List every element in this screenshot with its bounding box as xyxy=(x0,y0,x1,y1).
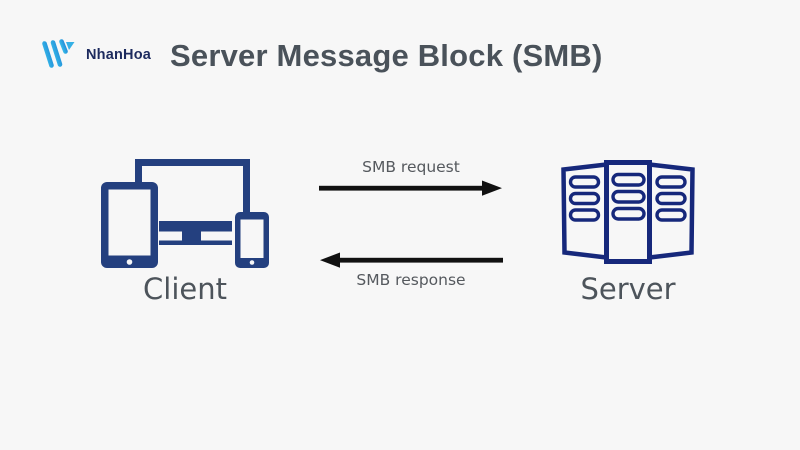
server-racks-icon xyxy=(561,160,695,264)
brand-logo: NhanHoa xyxy=(40,38,151,71)
phone-screen xyxy=(240,219,264,258)
smb-request-label: SMB request xyxy=(362,158,460,176)
arrow-left-icon xyxy=(320,252,503,268)
desktop-bar xyxy=(159,221,232,232)
page-title: Server Message Block (SMB) xyxy=(170,38,603,73)
monitor-outline xyxy=(135,159,250,214)
server-tower-right xyxy=(649,162,695,260)
server-slots xyxy=(568,172,687,222)
nhanhoa-logo-icon xyxy=(42,39,75,68)
arrow-right-icon xyxy=(319,180,502,196)
desktop-neck xyxy=(182,231,201,241)
tablet-screen xyxy=(108,189,151,256)
server-tower-left xyxy=(561,162,607,260)
smb-response-flow: SMB response xyxy=(319,251,503,289)
client-node: Client xyxy=(100,150,270,306)
tablet-home-button xyxy=(126,259,133,265)
server-tower-middle xyxy=(604,160,652,264)
desktop-base xyxy=(159,240,232,245)
smb-request-flow: SMB request xyxy=(319,158,503,197)
client-label: Client xyxy=(143,272,227,306)
smb-response-label: SMB response xyxy=(356,271,466,289)
server-node: Server xyxy=(558,160,698,306)
server-label: Server xyxy=(580,272,676,306)
phone-home-button xyxy=(249,260,255,265)
client-devices-icon xyxy=(101,159,269,268)
brand-name: NhanHoa xyxy=(86,46,152,63)
